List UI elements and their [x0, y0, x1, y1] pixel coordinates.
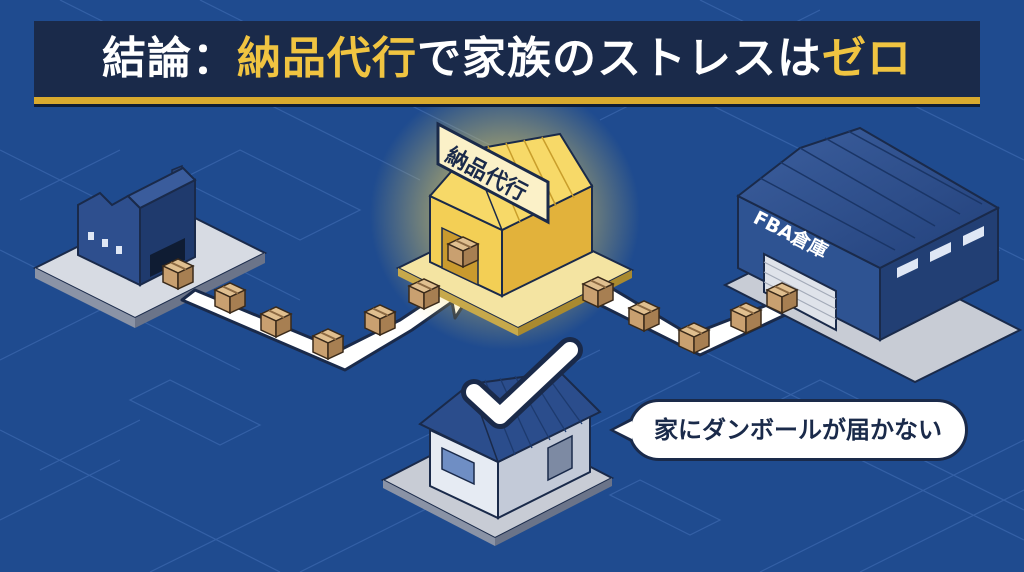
callout-bubble: 家にダンボールが届かない — [628, 399, 968, 461]
cardboard-box-icon — [765, 282, 799, 315]
cardboard-box-icon — [729, 302, 763, 335]
warehouse-icon — [722, 126, 1023, 384]
agency-sign — [436, 121, 550, 225]
cardboard-box-icon — [446, 236, 480, 269]
cardboard-box-icon — [259, 306, 293, 339]
cardboard-box-icon — [311, 328, 345, 361]
cardboard-box-icon — [363, 304, 397, 337]
cardboard-box-icon — [213, 282, 247, 315]
callout-tail-inner — [614, 421, 632, 439]
cardboard-boxes — [161, 236, 799, 361]
cardboard-box-icon — [407, 278, 441, 311]
cardboard-box-icon — [677, 322, 711, 355]
cardboard-box-icon — [161, 258, 195, 291]
checkmark-icon — [461, 337, 583, 429]
headline-highlight: 納品代行 — [237, 33, 417, 84]
cardboard-box-icon — [627, 300, 661, 333]
cardboard-box-icon — [581, 276, 615, 309]
headline-highlight-end: ゼロ — [822, 33, 912, 84]
headline-middle: で家族のストレスは — [417, 33, 822, 84]
headline-prefix: 結論： — [102, 33, 237, 84]
headline-banner: 結論：納品代行で家族のストレスはゼロ — [34, 21, 980, 104]
callout-text: 家にダンボールが届かない — [654, 416, 942, 444]
headline-text: 結論：納品代行で家族のストレスはゼロ — [34, 31, 980, 87]
